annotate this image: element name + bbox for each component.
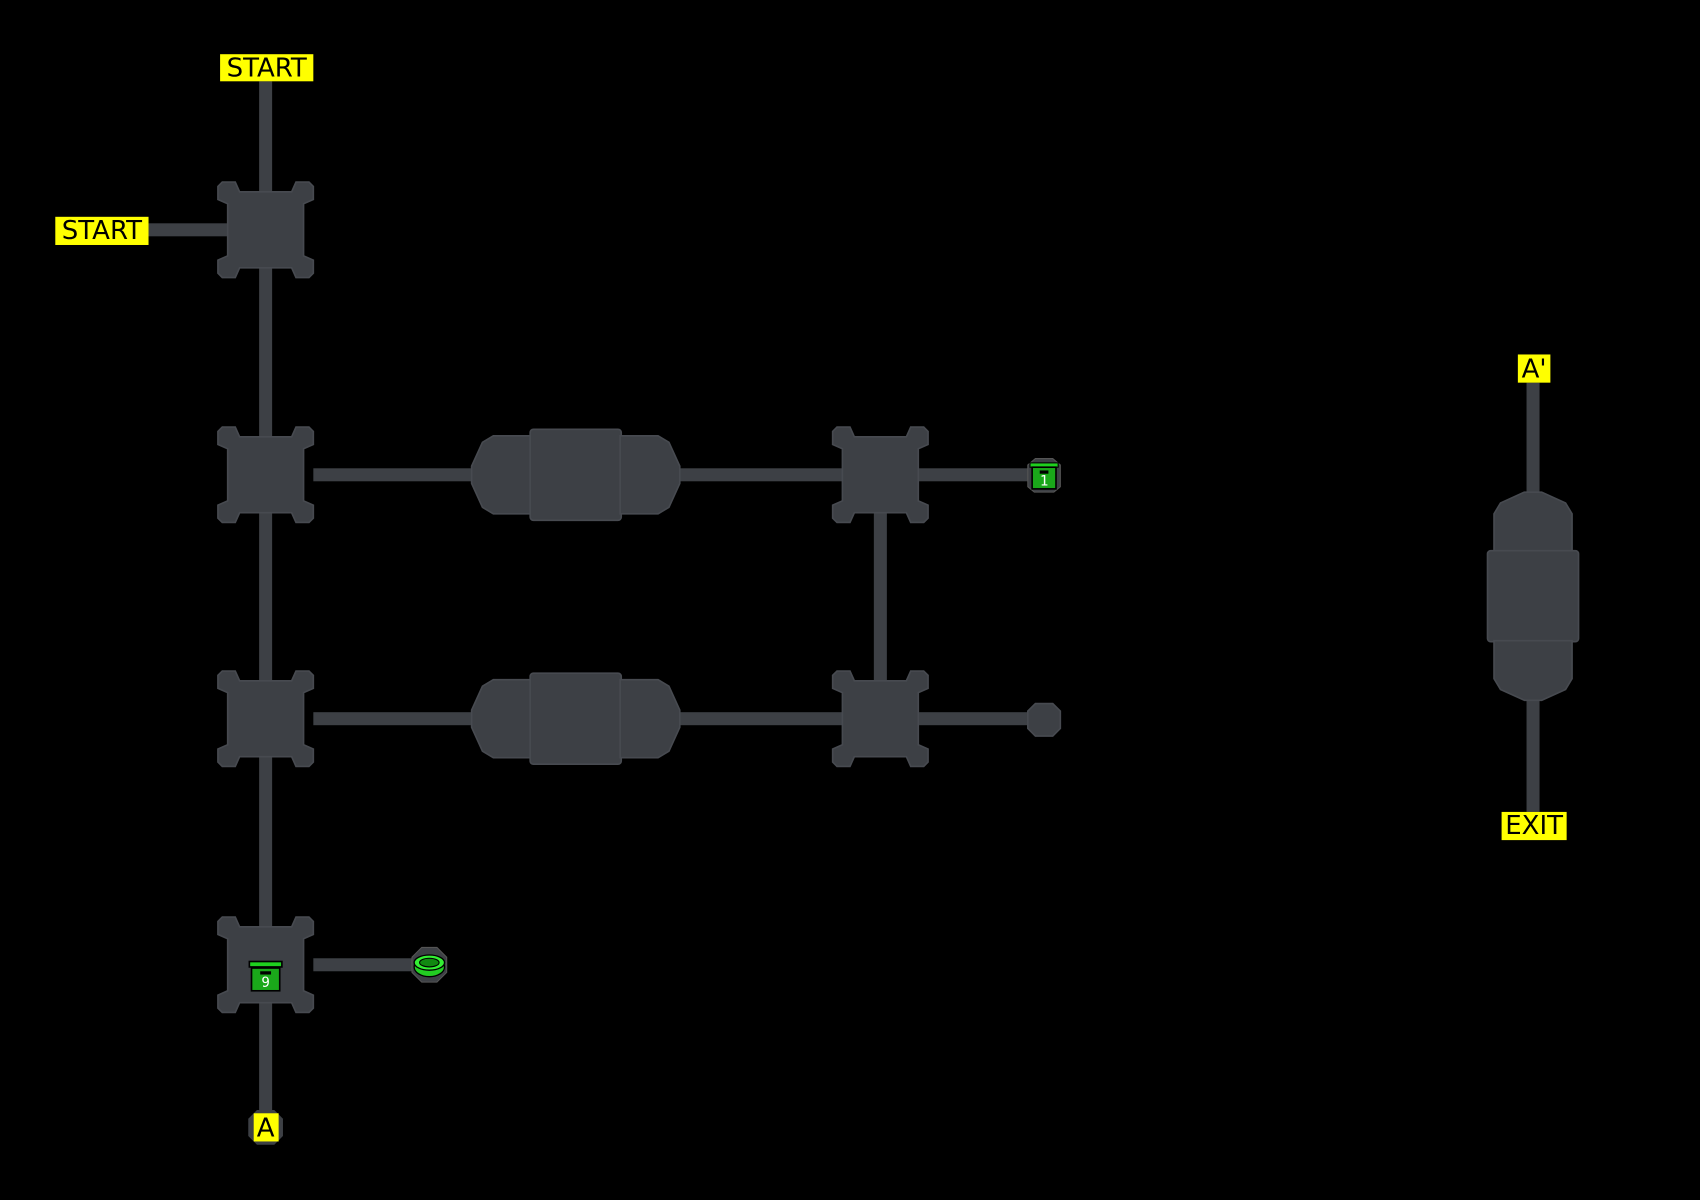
start-marker-top[interactable]: START	[220, 53, 314, 83]
room-east-upper[interactable]	[831, 426, 929, 524]
dead-end-node[interactable]	[1026, 702, 1062, 737]
a-label: A	[257, 1113, 275, 1143]
start-marker-left[interactable]: START	[55, 216, 149, 246]
hall-upper[interactable]	[470, 428, 681, 522]
exit-label: EXIT	[1505, 811, 1563, 841]
chest-number: 1	[1040, 473, 1048, 489]
a-prime-label: A'	[1522, 355, 1547, 385]
room-west-lower[interactable]	[217, 670, 315, 768]
room-east-lower[interactable]	[831, 670, 929, 768]
corridor-warp	[313, 958, 422, 972]
room-start[interactable]	[217, 181, 315, 279]
chest-number: 9	[261, 975, 269, 991]
exit-marker[interactable]: EXIT	[1501, 811, 1567, 841]
chest-icon[interactable]: 9	[248, 960, 283, 992]
start-label: START	[227, 53, 307, 83]
corridor-right-vertical	[873, 474, 887, 719]
room-west-upper[interactable]	[217, 426, 315, 524]
corridor-main-vertical	[259, 81, 273, 1120]
chest-icon[interactable]: 1	[1027, 457, 1061, 493]
a-prime-marker[interactable]: A'	[1517, 354, 1551, 385]
start-label: START	[62, 216, 142, 246]
corridor-start-left	[148, 223, 230, 237]
a-marker[interactable]: A	[248, 1110, 283, 1145]
hall-exit[interactable]	[1486, 491, 1580, 702]
hall-lower[interactable]	[470, 672, 681, 766]
warp-point-icon[interactable]	[411, 946, 448, 983]
